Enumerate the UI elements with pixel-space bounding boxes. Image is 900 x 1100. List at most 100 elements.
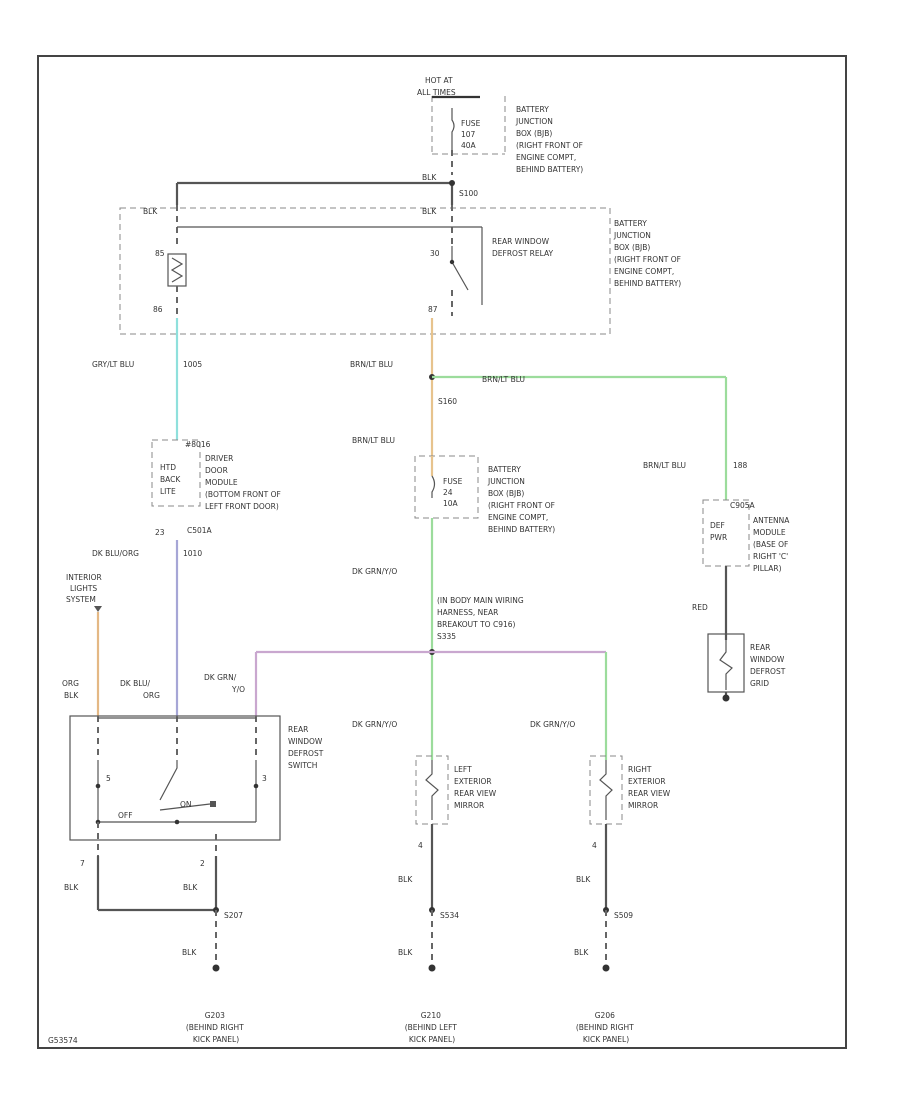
- g210-ground-dot: [428, 964, 436, 972]
- rear-window-defrost-relay: BLK BLK 85 30 86 87 REAR WINDOW DEFROST …: [119, 205, 683, 335]
- interior-lights-arrow-icon: [94, 606, 102, 612]
- splice-s100-dot: [449, 180, 455, 186]
- antenna-module: C905A DEF PWR ANTENNA MODULE (BASE OF RI…: [702, 499, 792, 573]
- switch-dot-mid-lower: [174, 819, 180, 825]
- wire-org-blk-label: ORG BLK: [62, 679, 81, 700]
- blk-sw2-label: BLK: [183, 883, 198, 892]
- relay-switch-contact: [451, 246, 469, 291]
- right-exterior-mirror: RIGHT EXTERIOR REAR VIEW MIRROR: [589, 755, 673, 825]
- ground-g206-label: G206 (BEHIND RIGHT KICK PANEL): [576, 1011, 636, 1044]
- switch-pin-3-label: 3: [262, 774, 267, 783]
- switch-dot-right-upper: [253, 783, 259, 789]
- blk-lm-label: BLK: [398, 875, 413, 884]
- battery-junction-box-fuse-24: FUSE 24 10A BATTERY JUNCTION BOX (BJB) (…: [414, 455, 557, 534]
- wire-brn-lt-blu-2-label: BRN/LT BLU: [482, 375, 525, 384]
- ddm-inner-label: HTD BACK LITE: [160, 463, 183, 496]
- antenna-label: ANTENNA MODULE (BASE OF RIGHT 'C' PILLAR…: [753, 516, 792, 573]
- diagram-frame: [37, 55, 847, 1049]
- blk-g3-label: BLK: [574, 948, 589, 957]
- grid-label: REAR WINDOW DEFROST GRID: [750, 643, 788, 688]
- wire-brn-lt-blu-4-label: BRN/LT BLU: [643, 461, 686, 470]
- wire-blk-main-label: BLK: [422, 173, 437, 182]
- pin-85-label: 85: [155, 249, 165, 258]
- driver-door-module: #8016 HTD BACK LITE DRIVER DOOR MODULE (…: [151, 439, 283, 537]
- pin-4b-label: 4: [592, 841, 597, 850]
- grid-ground-dot: [722, 694, 730, 702]
- wire-dk-grn-yel-label: DK GRN/Y/O: [352, 567, 397, 576]
- relay-box-outline: [119, 207, 611, 335]
- pin-30-label: 30: [430, 249, 440, 258]
- wire-dk-grn-2-label: DK GRN/ Y/O: [204, 673, 245, 694]
- switch-dot-left-upper: [95, 783, 101, 789]
- splice-s160-label: S160: [438, 397, 457, 406]
- splice-s335-note: (IN BODY MAIN WIRING HARNESS, NEAR BREAK…: [437, 596, 526, 641]
- relay-coil-winding: [170, 257, 184, 283]
- interior-lights-label: INTERIOR LIGHTS SYSTEM: [66, 573, 104, 604]
- fuse-107-label: FUSE 107 40A: [461, 119, 483, 150]
- wire-brn-lt-blu-3-label: BRN/LT BLU: [352, 436, 395, 445]
- lmirror-label: LEFT EXTERIOR REAR VIEW MIRROR: [454, 765, 499, 810]
- wire-gry-lt-blu-num: 1005: [183, 360, 202, 369]
- pin-7-label: 7: [80, 859, 85, 868]
- splice-s100-label: S100: [459, 189, 478, 198]
- bjb-top-outline: [431, 96, 506, 155]
- switch-on-indicator-icon: [210, 801, 216, 807]
- conn-c501a-label: C501A: [187, 526, 213, 535]
- g203-ground-dot: [212, 964, 220, 972]
- relay-name-label: REAR WINDOW DEFROST RELAY: [492, 237, 554, 258]
- figure-id-label: G53574: [48, 1036, 78, 1045]
- grid-element-icon: [719, 640, 733, 690]
- rmirror-heater-icon: [599, 760, 613, 820]
- relay-contact-dot: [449, 259, 455, 265]
- ddm-outline: [151, 439, 201, 507]
- bjb-fuse-label: BATTERY JUNCTION BOX (BJB) (RIGHT FRONT …: [487, 465, 557, 534]
- ground-g203-label: G203 (BEHIND RIGHT KICK PANEL): [186, 1011, 246, 1044]
- wire-brn-lt-blu-1-label: BRN/LT BLU: [350, 360, 393, 369]
- wire-red-label: RED: [692, 603, 708, 612]
- antenna-connector-label: C905A: [730, 501, 756, 510]
- fuse-24-label: FUSE 24 10A: [443, 477, 465, 508]
- rear-window-defrost-switch: 5 3 OFF ON REAR WINDOW DEFROST SWITCH: [69, 715, 326, 856]
- switch-pin-5-label: 5: [106, 774, 111, 783]
- bjb-top-label: BATTERY JUNCTION BOX (BJB) (RIGHT FRONT …: [515, 105, 585, 174]
- wire-gry-lt-blu-label: GRY/LT BLU: [92, 360, 134, 369]
- bjb-fuse-outline: [414, 455, 479, 519]
- switch-lever-icon: [159, 760, 178, 801]
- pin-86-label: 86: [153, 305, 163, 314]
- splice-s534-label: S534: [440, 911, 459, 920]
- relay-coil-icon: [167, 253, 187, 287]
- switch-label: REAR WINDOW DEFROST SWITCH: [288, 725, 326, 770]
- ddm-label: DRIVER DOOR MODULE (BOTTOM FRONT OF LEFT…: [205, 454, 283, 511]
- switch-off-label: OFF: [118, 811, 133, 820]
- wire-dk-grn-3-label: DK GRN/Y/O: [352, 720, 397, 729]
- fuse-24-icon: [431, 475, 436, 498]
- pin-4a-label: 4: [418, 841, 423, 850]
- pin-23-label: 23: [155, 528, 165, 537]
- battery-junction-box-top: HOT AT ALL TIMES FUSE 107 40A BATTERY JU…: [417, 76, 585, 174]
- blk-left-label: BLK: [143, 207, 158, 216]
- rmirror-label: RIGHT EXTERIOR REAR VIEW MIRROR: [628, 765, 673, 810]
- switch-box: [69, 715, 281, 841]
- all-times-label: ALL TIMES: [417, 88, 456, 97]
- splice-s207-label: S207: [224, 911, 243, 920]
- ground-g210-label: G210 (BEHIND LEFT KICK PANEL): [405, 1011, 460, 1044]
- pin-2-label: 2: [200, 859, 205, 868]
- lmirror-heater-icon: [425, 760, 439, 820]
- blk-right-label: BLK: [422, 207, 437, 216]
- wire-brn-lt-blu-4-num: 188: [733, 461, 748, 470]
- wire-dk-blu-org-2-label: DK BLU/ ORG: [120, 679, 160, 700]
- splice-s509-label: S509: [614, 911, 633, 920]
- wire-dk-grn-4-label: DK GRN/Y/O: [530, 720, 575, 729]
- blk-sw1-label: BLK: [64, 883, 79, 892]
- left-exterior-mirror: LEFT EXTERIOR REAR VIEW MIRROR: [415, 755, 499, 825]
- ddm-connector-label: #8016: [185, 440, 211, 449]
- bjb-relay-label: BATTERY JUNCTION BOX (BJB) (RIGHT FRONT …: [613, 219, 683, 288]
- switch-on-label: ON: [180, 800, 192, 809]
- wire-dk-blu-org-label: DK BLU/ORG: [92, 549, 139, 558]
- rear-window-defrost-grid: REAR WINDOW DEFROST GRID: [707, 633, 788, 702]
- hot-at-label: HOT AT: [425, 76, 453, 85]
- antenna-inner-label: DEF PWR: [710, 521, 727, 542]
- g206-ground-dot: [602, 964, 610, 972]
- pin-87-label: 87: [428, 305, 438, 314]
